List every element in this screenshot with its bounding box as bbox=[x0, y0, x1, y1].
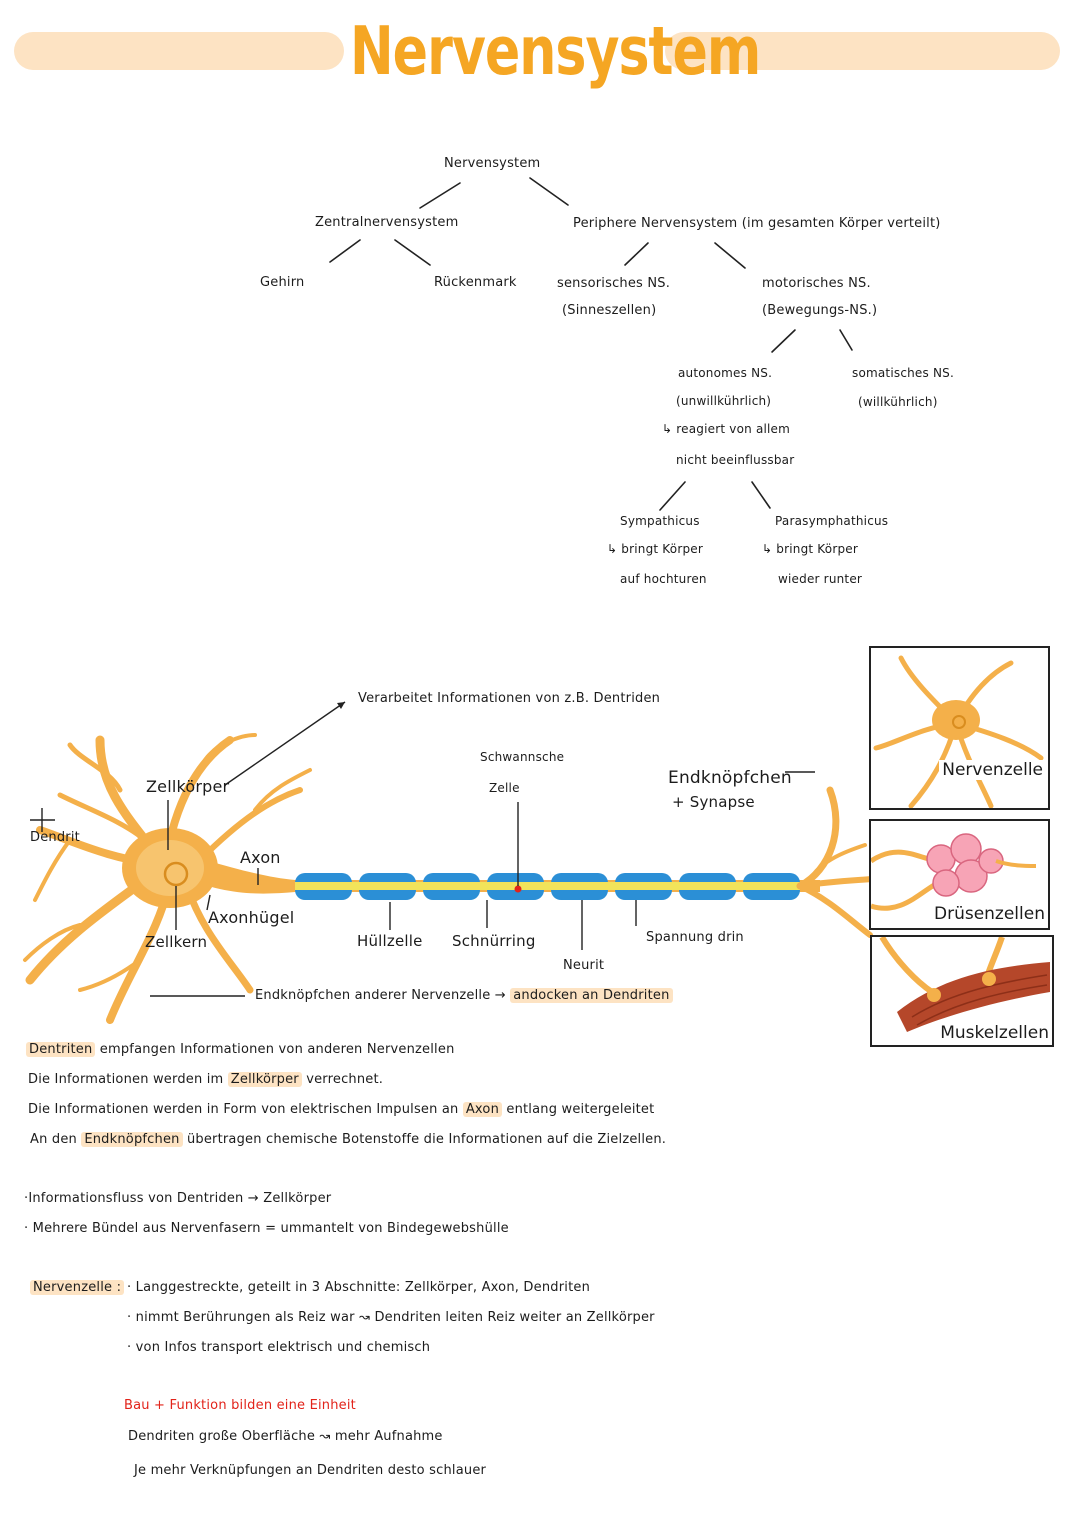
axon-hillock bbox=[205, 860, 295, 894]
note-bullet-buendel: · Mehrere Bündel aus Nervenfasern = umma… bbox=[24, 1221, 509, 1236]
tree-gehirn: Gehirn bbox=[260, 275, 305, 290]
panel-nervenzelle: Nervenzelle bbox=[869, 646, 1050, 810]
tree-lines bbox=[329, 177, 853, 511]
tree-autonom: autonomes NS. bbox=[678, 366, 773, 380]
label-zellkern: Zellkern bbox=[145, 933, 208, 951]
label-spannung: Spannung drin bbox=[646, 930, 744, 945]
label-endknoepfchen-anderer: Endknöpfchen anderer Nervenzelle → andoc… bbox=[255, 988, 673, 1003]
label-axon: Axon bbox=[240, 848, 281, 867]
note-bau-funktion: Bau + Funktion bilden eine Einheit bbox=[124, 1398, 356, 1413]
label-huellzelle: Hüllzelle bbox=[357, 932, 423, 950]
note-dendriten-oberflaeche: Dendriten große Oberfläche ↝ mehr Aufnah… bbox=[128, 1429, 443, 1444]
label-schnuerring: Schnürring bbox=[452, 932, 536, 950]
note-endknoepfchen: An den Endknöpfchen übertragen chemische… bbox=[30, 1132, 667, 1147]
page-title: Nervensystem bbox=[350, 12, 761, 91]
schwann-nucleus bbox=[514, 885, 522, 893]
note-nervenzelle-2: · nimmt Berührungen als Reiz war ↝ Dendr… bbox=[127, 1310, 655, 1325]
header-banner-left bbox=[14, 32, 344, 70]
tree-zns: Zentralnervensystem bbox=[315, 215, 459, 230]
tree-sensorisch: sensorisches NS. bbox=[557, 276, 671, 291]
tree-autonom-note1: ↳ reagiert von allem bbox=[662, 422, 791, 436]
tree-parasympathicus-note2: wieder runter bbox=[778, 572, 863, 586]
panel-muskelzellen-label: Muskelzellen bbox=[937, 1023, 1052, 1043]
label-dendrit: Dendrit bbox=[30, 830, 80, 845]
note-bullet-informationsfluss: ·Informationsfluss von Dentriden → Zellk… bbox=[24, 1191, 332, 1206]
note-nervenzelle-3: · von Infos transport elektrisch und che… bbox=[127, 1340, 431, 1355]
tree-sympathicus: Sympathicus bbox=[620, 514, 700, 528]
tree-motorisch: motorisches NS. bbox=[762, 276, 871, 291]
tree-somatisch: somatisches NS. bbox=[852, 366, 954, 380]
label-verarbeitet: Verarbeitet Informationen von z.B. Dentr… bbox=[358, 691, 661, 706]
note-verknuepfungen: Je mehr Verknüpfungen an Dendriten desto… bbox=[134, 1463, 487, 1478]
label-axonhuegel: Axonhügel bbox=[208, 908, 295, 927]
tree-sympathicus-note1: ↳ bringt Körper bbox=[607, 542, 703, 556]
tree-parasympathicus: Parasymphathicus bbox=[775, 514, 889, 528]
tree-root: Nervensystem bbox=[444, 156, 541, 171]
tree-motorisch-sub: (Bewegungs-NS.) bbox=[762, 303, 878, 318]
label-zellkoerper: Zellkörper bbox=[146, 777, 230, 796]
label-endknoepfchen: Endknöpfchen bbox=[668, 768, 792, 788]
label-schwann-2: Zelle bbox=[489, 781, 520, 795]
label-schwann-1: Schwannsche bbox=[480, 750, 565, 764]
note-axon: Die Informationen werden in Form von ele… bbox=[28, 1102, 655, 1117]
note-nervenzelle-label: Nervenzelle : bbox=[30, 1280, 125, 1295]
panel-muskelzellen: Muskelzellen bbox=[870, 935, 1054, 1047]
neuron-nucleus bbox=[163, 861, 189, 887]
header-banner-right bbox=[665, 32, 1060, 70]
tree-somatisch-sub: (willkührlich) bbox=[858, 395, 938, 409]
panel-druesenzellen-label: Drüsenzellen bbox=[930, 904, 1048, 924]
note-dendriten: Dentriten empfangen Informationen von an… bbox=[26, 1042, 455, 1057]
tree-sympathicus-note2: auf hochturen bbox=[620, 572, 707, 586]
label-synapse: + Synapse bbox=[672, 793, 755, 811]
tree-autonom-note2: nicht beeinflussbar bbox=[676, 453, 795, 467]
annotation-lines bbox=[30, 701, 815, 997]
tree-pns: Periphere Nervensystem (im gesamten Körp… bbox=[573, 216, 941, 231]
panel-nervenzelle-label: Nervenzelle bbox=[939, 760, 1046, 780]
axon-terminals bbox=[796, 786, 883, 938]
tree-rueckenmark: Rückenmark bbox=[434, 275, 517, 290]
tree-autonom-sub: (unwillkührlich) bbox=[676, 394, 772, 408]
note-zellkoerper: Die Informationen werden im Zellkörper v… bbox=[28, 1072, 384, 1087]
label-neurit: Neurit bbox=[563, 958, 605, 973]
tree-parasympathicus-note1: ↳ bringt Körper bbox=[762, 542, 858, 556]
note-nervenzelle-1: · Langgestreckte, geteilt in 3 Abschnitt… bbox=[127, 1280, 591, 1295]
panel-druesenzellen: Drüsenzellen bbox=[869, 819, 1050, 930]
tree-sensorisch-sub: (Sinneszellen) bbox=[562, 303, 657, 318]
